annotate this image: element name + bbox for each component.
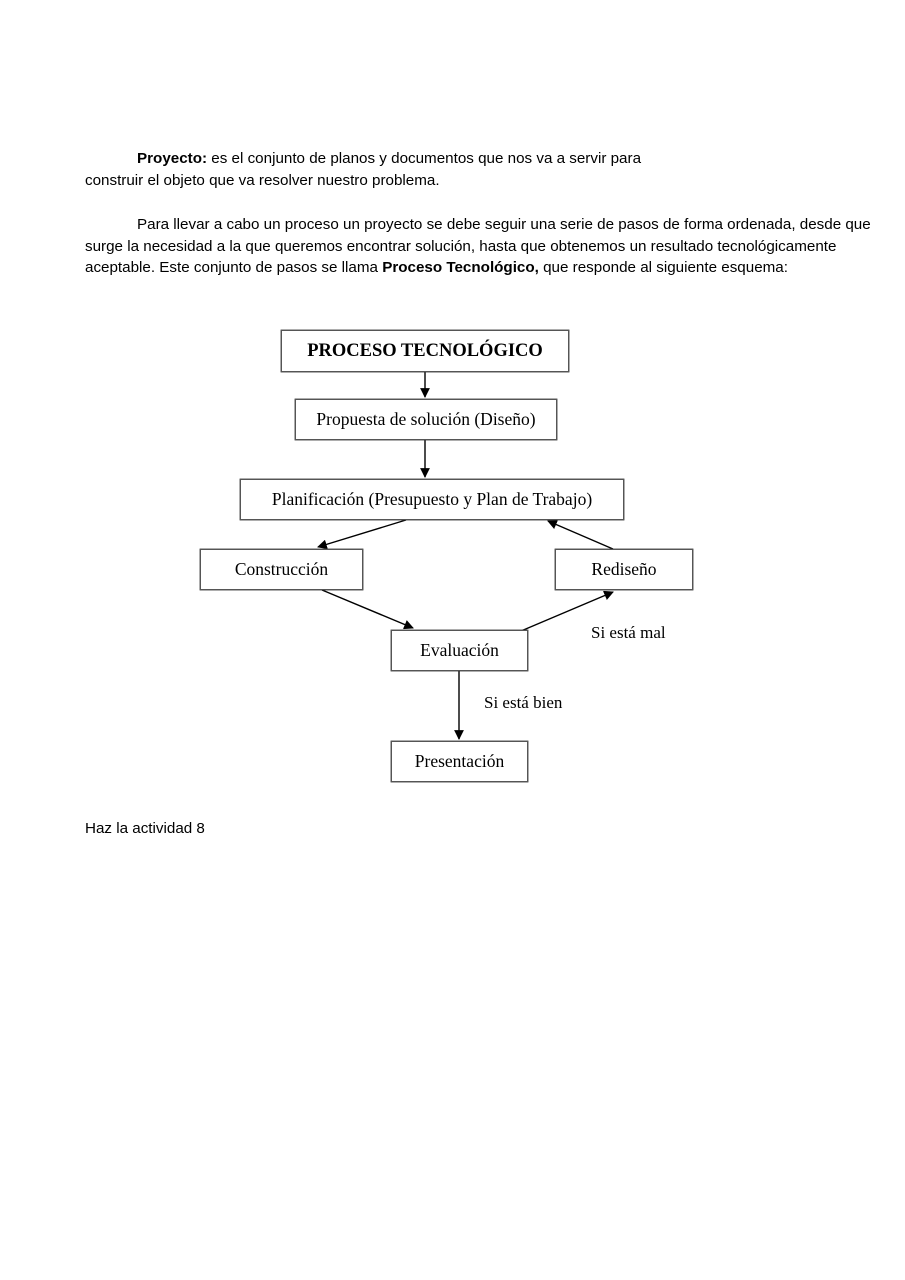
proyecto-term: Proyecto: [137, 150, 208, 167]
paragraph-proyecto: Proyecto: es el conjunto de planos y doc… [85, 148, 855, 191]
proceso-text-part2: que responde al siguiente esquema: [538, 259, 788, 276]
edge-planificacion-to-construccion [317, 519, 407, 550]
edge-rediseno-to-planificacion [547, 519, 614, 550]
edge-label-si-esta-bien: Si está bien [484, 693, 563, 712]
flowchart-node-proceso-tecnologico: PROCESO TECNOLÓGICO [281, 330, 569, 372]
proceso-tecnologico-term: Proceso Tecnológico, [382, 259, 539, 276]
proyecto-definition: es el conjunto de planos y documentos qu… [207, 150, 642, 167]
flowchart-node-propuesta-de-solucion: Propuesta de solución (Diseño) [295, 399, 557, 440]
edge-label-si-esta-mal: Si está mal [591, 623, 666, 642]
flowchart-node-presentacion: Presentación [391, 741, 528, 782]
flowchart-node-evaluacion: Evaluación [391, 630, 528, 671]
flowchart-node-construccion: Construcción [200, 549, 363, 590]
edge-construccion-to-evaluacion [321, 589, 414, 630]
paragraph-actividad: Haz la actividad 8 [85, 820, 205, 837]
paragraph-proceso: Para llevar a cabo un proceso un proyect… [85, 214, 875, 279]
flowchart-node-planificacion: Planificación (Presupuesto y Plan de Tra… [240, 479, 624, 520]
flowchart-node-rediseno: Rediseño [555, 549, 693, 590]
proceso-text-part1: Para llevar a cabo un proceso un proyect… [85, 216, 871, 276]
proyecto-definition-line2: construir el objeto que va resolver nues… [85, 171, 440, 189]
